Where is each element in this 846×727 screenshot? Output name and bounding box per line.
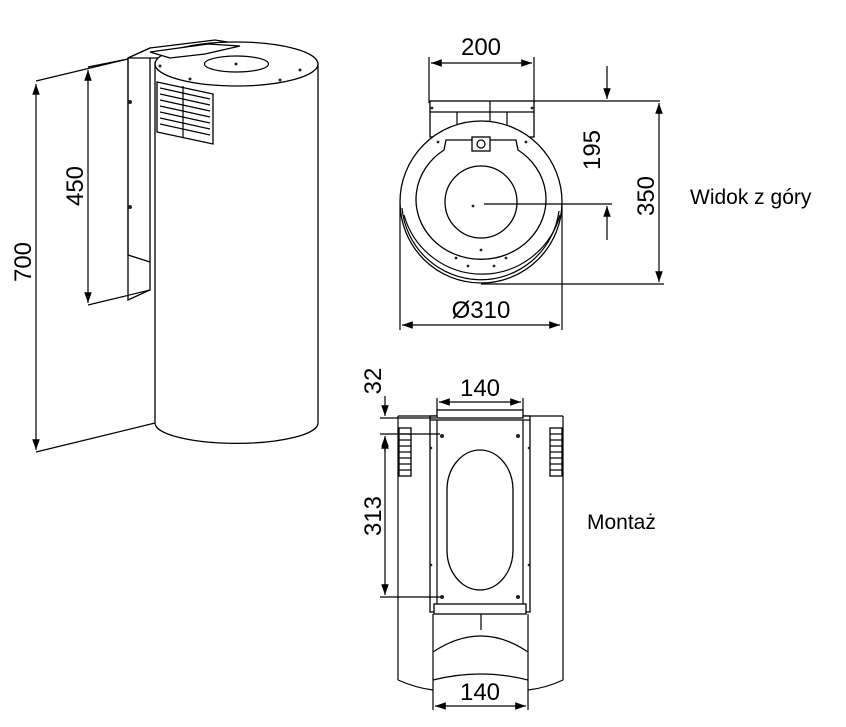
- dimension-195: 195: [484, 66, 660, 240]
- dimension-313-label: 313: [360, 496, 387, 536]
- dimension-140-bottom: 140: [432, 679, 529, 710]
- dimension-200-label: 200: [461, 34, 501, 61]
- top-view-caption: Widok z góry: [690, 186, 812, 209]
- dimension-140-top: 140: [436, 375, 524, 410]
- duct-opening-slot: [446, 449, 514, 591]
- side-vent-left: [398, 427, 412, 477]
- dimension-700-label: 700: [10, 242, 37, 282]
- dimension-140-top-label: 140: [460, 375, 500, 402]
- dimension-450-label: 450: [62, 166, 89, 206]
- mounting-plate: [429, 409, 531, 615]
- dimension-32: 32: [360, 368, 440, 452]
- dimension-350-label: 350: [633, 176, 660, 216]
- dimension-200: 200: [428, 34, 535, 103]
- dimension-450: 450: [62, 58, 129, 303]
- dimension-313: 313: [360, 438, 440, 598]
- mount-view-caption: Montaż: [587, 511, 656, 534]
- dimension-310: Ø310: [399, 205, 563, 330]
- dimension-140-bottom-label: 140: [460, 679, 500, 706]
- mount-view: 140 32 313 140 Montaż: [360, 368, 656, 710]
- side-view: 700 450: [10, 39, 319, 453]
- hood-cylinder: [149, 41, 319, 445]
- top-view: 200 195 350 Ø310 Widok z góry: [399, 34, 812, 330]
- dimension-350: 350: [481, 103, 664, 285]
- side-vent-right: [549, 427, 563, 477]
- dimension-32-label: 32: [360, 368, 387, 395]
- vent-grille: [156, 81, 214, 145]
- lower-duct: [432, 614, 529, 690]
- dimension-310-label: Ø310: [452, 297, 511, 324]
- duct-opening: [444, 165, 518, 239]
- dimension-195-label: 195: [579, 130, 606, 170]
